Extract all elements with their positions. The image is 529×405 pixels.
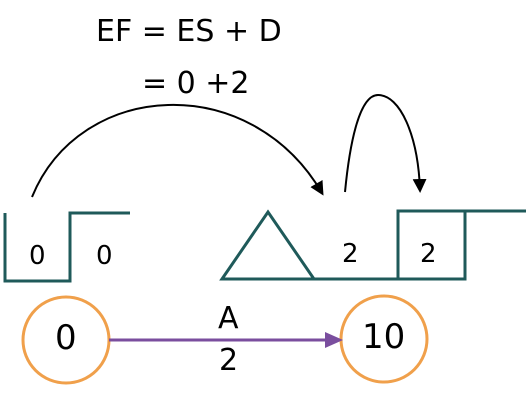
start-time-box — [3, 211, 130, 283]
triangle-icon — [219, 209, 317, 281]
start-box-outline — [3, 211, 130, 283]
loop-curve-arrow — [344, 93, 427, 193]
end-box-ef-cell — [398, 211, 467, 281]
start-es-value: 0 — [29, 241, 46, 271]
transfer-curve-arrow — [31, 103, 324, 198]
end-es-value: 2 — [342, 239, 359, 269]
start-ef-value: 0 — [96, 241, 113, 271]
end-time-box — [219, 209, 526, 281]
formula-line-2: = 0 +2 — [142, 66, 250, 101]
end-ef-value: 2 — [420, 239, 437, 269]
activity-duration: 2 — [219, 343, 239, 378]
start-node-label: 0 — [55, 318, 77, 358]
formula-line-1: EF = ES + D — [96, 14, 282, 49]
end-box-top-line — [222, 209, 526, 281]
activity-name: A — [218, 301, 239, 336]
end-node-label: 10 — [362, 317, 406, 357]
